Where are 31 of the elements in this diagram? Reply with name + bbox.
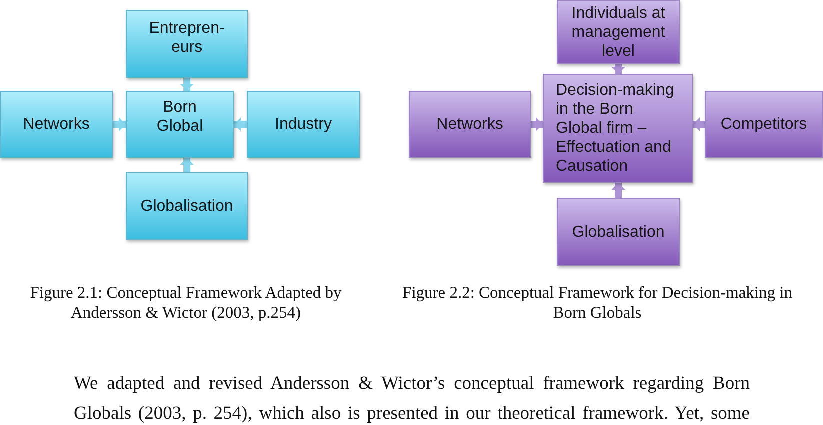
concept-label: Decision-making in the Born Global firm – Effectuation and Causation bbox=[556, 81, 676, 176]
figure-caption: Figure 2.1: Conceptual Framework Adapted by Andersson & Wictor (2003, p.254) bbox=[29, 283, 343, 323]
block-arrow bbox=[234, 118, 247, 132]
concept-label: Individuals at management level bbox=[570, 4, 666, 60]
concept-box bbox=[557, 0, 680, 64]
body-paragraph: We adapted and revised Andersson & Wictor’s conceptual framework regarding Born Globals (2003, p. 254), which also is presented in our theoretical framework. Yet, some bbox=[74, 373, 750, 425]
block-arrow bbox=[531, 118, 543, 132]
block-arrow bbox=[612, 183, 626, 198]
concept-box bbox=[126, 10, 248, 78]
concept-box bbox=[0, 91, 113, 158]
concept-box bbox=[247, 91, 360, 158]
block-arrow bbox=[113, 118, 126, 132]
concept-label: Entrepren- eurs bbox=[148, 19, 226, 57]
block-arrow bbox=[693, 118, 705, 132]
block-arrow bbox=[180, 158, 194, 172]
figure-caption: Figure 2.2: Conceptual Framework for Decision-making in Born Globals bbox=[402, 283, 794, 323]
concept-box bbox=[705, 91, 823, 158]
concept-label: Industry bbox=[275, 115, 332, 134]
block-arrow bbox=[612, 64, 626, 74]
concept-label: Networks bbox=[436, 115, 504, 134]
concept-box bbox=[126, 172, 248, 240]
concept-box bbox=[557, 198, 680, 266]
block-arrow bbox=[180, 78, 194, 91]
concept-box bbox=[409, 91, 531, 158]
concept-label: Networks bbox=[23, 115, 90, 134]
concept-label: Competitors bbox=[720, 115, 808, 134]
central-concept-box bbox=[126, 91, 234, 158]
concept-label: Globalisation bbox=[140, 196, 234, 216]
concept-label: Globalisation bbox=[572, 222, 665, 242]
central-concept-box bbox=[543, 74, 693, 183]
concept-label: Born Global bbox=[156, 98, 204, 136]
